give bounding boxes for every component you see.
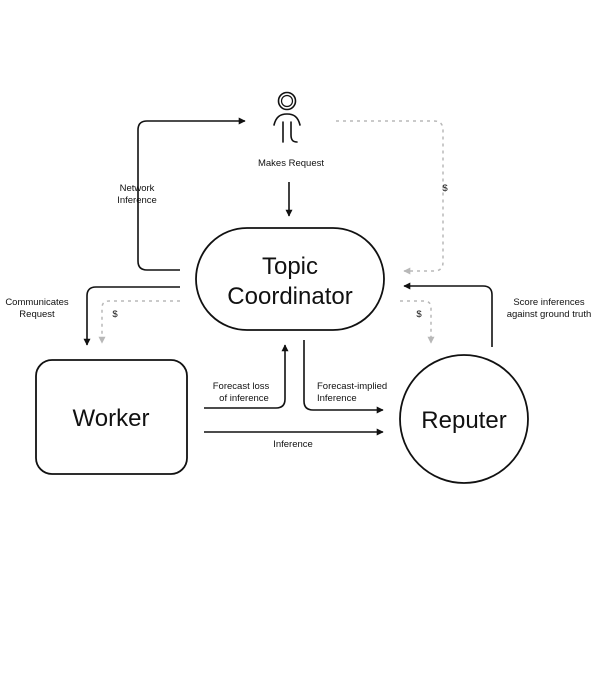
forecast-loss-arrow: [204, 344, 289, 409]
makes-request-label: Makes Request: [258, 158, 324, 169]
communicates-request-label-2: Request: [19, 309, 55, 320]
forecast-loss-label-2: of inference: [219, 393, 269, 404]
forecast-implied-label-2: Inference: [317, 393, 357, 404]
worker-payment-label: $: [112, 309, 118, 320]
network-inference-label-1: Network: [120, 183, 155, 194]
reputer-node: [399, 354, 529, 484]
score-inferences-label-1: Score inferences: [513, 297, 585, 308]
worker-node: [35, 359, 188, 475]
forecast-loss-label-1: Forecast loss: [213, 381, 270, 392]
communicates-request-arrow: [83, 286, 180, 346]
forecast-implied-label-1: Forecast-implied: [317, 381, 387, 392]
network-inference-label-2: Inference: [117, 195, 157, 206]
score-inferences-arrow: [403, 282, 493, 347]
topic-coordinator-title-2: Coordinator: [227, 283, 352, 310]
reputer-payment-arrow: [400, 300, 435, 344]
network-inference-arrow: [137, 117, 246, 271]
inference-label: Inference: [273, 439, 313, 450]
worker-title: Worker: [73, 405, 150, 432]
user-payment-label: $: [442, 183, 448, 194]
topic-coordinator-node: [195, 227, 385, 331]
forecast-implied-arrow: [303, 340, 384, 414]
reputer-title: Reputer: [421, 407, 506, 434]
worker-payment-arrow: [98, 300, 180, 344]
reputer-payment-label: $: [416, 309, 422, 320]
topic-coordinator-title-1: Topic: [262, 253, 318, 280]
person-icon: [273, 91, 301, 143]
score-inferences-label-2: against ground truth: [507, 309, 592, 320]
communicates-request-label-1: Communicates: [5, 297, 69, 308]
